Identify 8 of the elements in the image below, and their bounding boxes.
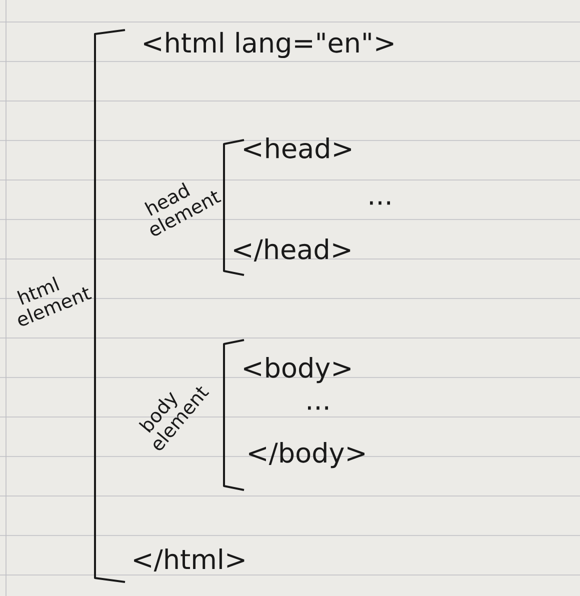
code-text: </body> (249, 442, 364, 468)
code-text: </html> (134, 548, 244, 572)
ellipsis: ... (308, 406, 328, 410)
code-text: <head> (244, 138, 351, 158)
ellipsis: ... (370, 201, 390, 205)
code-text: <body> (244, 356, 350, 384)
code-text: </head> (234, 238, 350, 262)
code-text: <html lang="en"> (144, 32, 394, 58)
